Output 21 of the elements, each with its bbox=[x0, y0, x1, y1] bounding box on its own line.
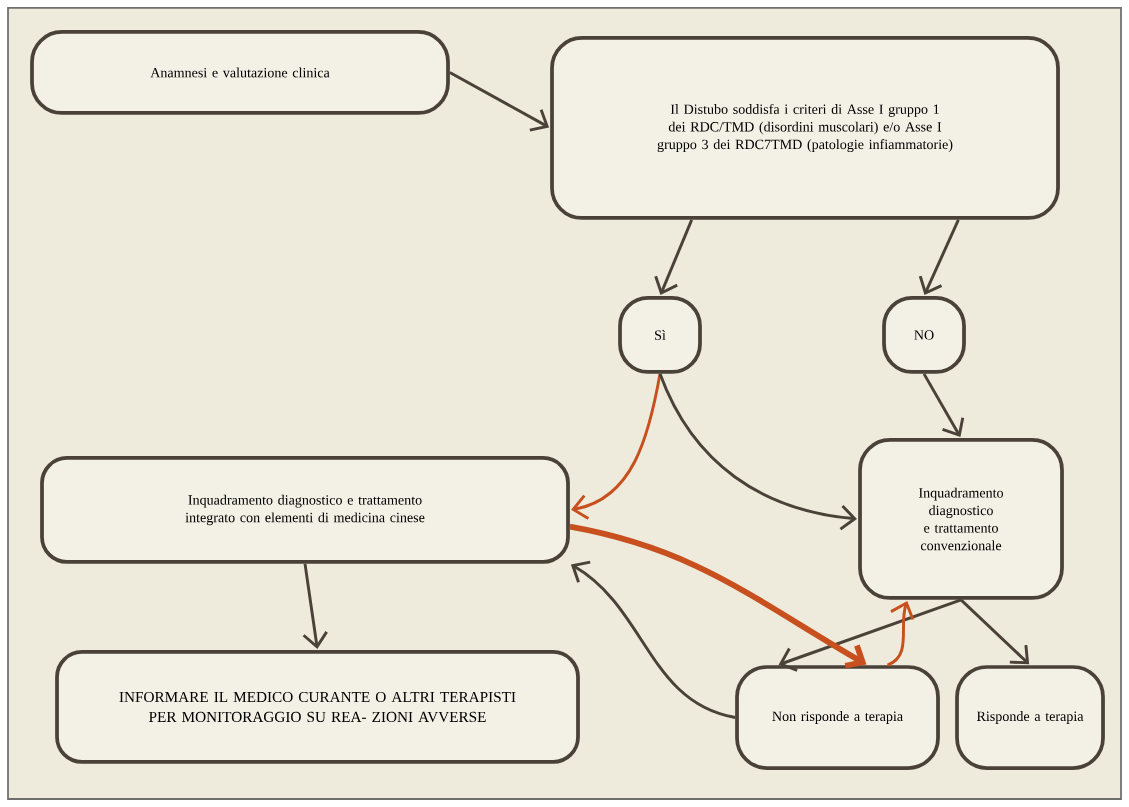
arrow bbox=[918, 219, 960, 296]
arrow bbox=[778, 598, 962, 672]
outcome-box: Non risponde a terapia bbox=[735, 665, 940, 770]
process-box: Inquadramento diagnostico e trattamento convenzionale bbox=[858, 438, 1064, 600]
decision-box: Il Distubo soddisfa i criteri di Asse I gruppo 1 dei RDC/TMD (disordini muscolari) e/o Asse I gruppo 3 dei RDC7TMD (patologie infiammatorie) bbox=[550, 36, 1060, 220]
process-box: Anamnesi e valutazione clinica bbox=[30, 30, 450, 115]
arrow bbox=[302, 563, 328, 649]
arrow bbox=[654, 219, 694, 296]
arrow bbox=[571, 373, 662, 520]
arrow bbox=[658, 373, 857, 531]
answer-box: Sì bbox=[618, 296, 702, 374]
arrow bbox=[569, 523, 867, 669]
arrow bbox=[449, 71, 550, 132]
arrow bbox=[886, 600, 915, 667]
process-box: INFORMARE IL MEDICO CURANTE O ALTRI TERAPISTI PER MONITORAGGIO SU REA- ZIONI AVVERSE bbox=[55, 650, 580, 764]
answer-box: NO bbox=[882, 296, 966, 374]
process-box: Inquadramento diagnostico e trattamento integrato con elementi di medicina cinese bbox=[40, 456, 570, 564]
outcome-box: Risponde a terapia bbox=[955, 665, 1105, 770]
arrow bbox=[960, 598, 1030, 665]
arrow bbox=[922, 373, 965, 438]
arrow bbox=[570, 560, 736, 719]
